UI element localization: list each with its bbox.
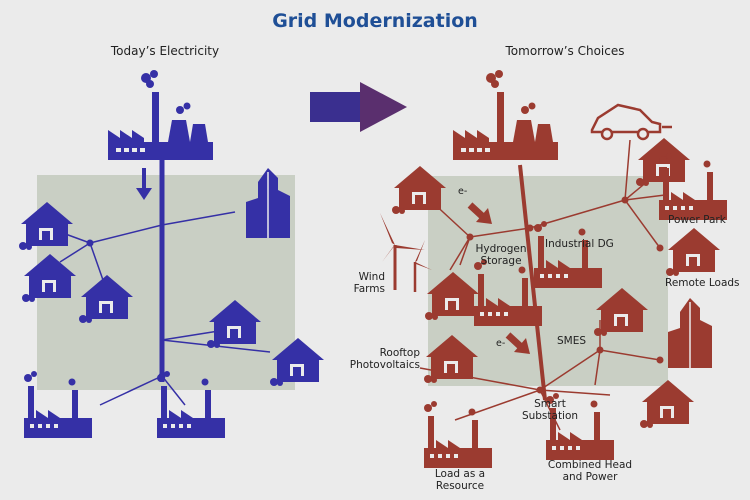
smes-label: SMES	[557, 335, 587, 347]
remote-loads-label: Remote Loads	[665, 277, 740, 289]
wind-farms-label: Wind Farms	[353, 271, 385, 295]
rooftop-pv-label: Rooftop Photovoltaics	[349, 347, 420, 371]
house-icon	[392, 166, 446, 214]
car-icon	[590, 103, 672, 141]
smart-substation-label: Smart Substation	[521, 398, 579, 422]
hydrogen-storage-label: Hydrogen Storage	[475, 243, 527, 267]
house-icon	[666, 228, 720, 276]
load-as-resource-label: Load as a Resource	[434, 468, 486, 492]
tomorrow-icons	[380, 70, 727, 468]
industrial-dg-label: Industrial DG	[545, 238, 614, 250]
arrow-right-icon	[310, 82, 407, 132]
electron-label: e-	[496, 338, 506, 349]
power-plant-icon	[453, 70, 558, 160]
power-park-label: Power Park	[668, 214, 726, 226]
tomorrow-grid	[419, 139, 666, 431]
today-heading: Today’s Electricity	[110, 44, 220, 58]
building-icon	[667, 297, 713, 369]
electron-label: e-	[458, 186, 468, 197]
tomorrow-heading: Tomorrow’s Choices	[505, 44, 625, 58]
house-icon	[640, 380, 694, 428]
power-plant-icon	[108, 70, 213, 160]
wind-turbine-icon	[380, 213, 432, 292]
combined-heat-power-label: Combined Head and Power	[547, 459, 633, 483]
page-title: Grid Modernization	[272, 10, 478, 32]
